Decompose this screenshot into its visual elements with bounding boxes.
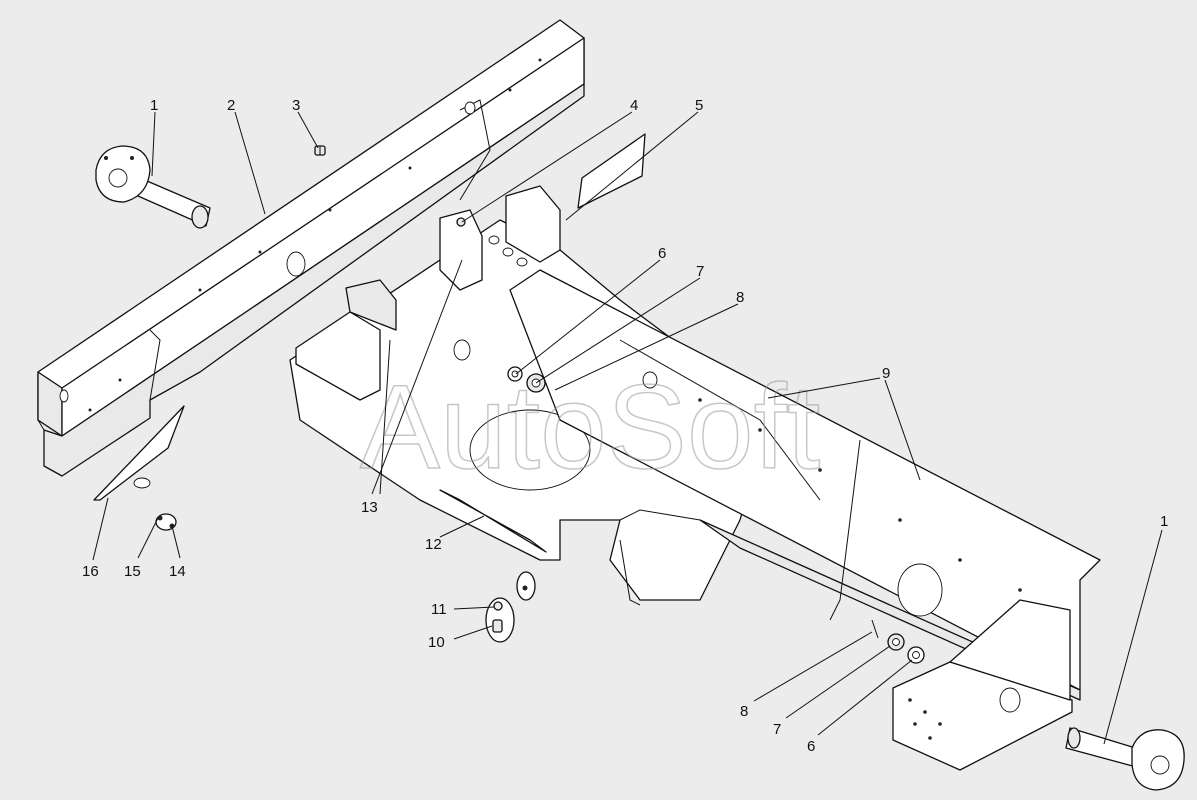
tow-hook-front: [95, 145, 211, 229]
callout-16: 16: [82, 563, 99, 580]
rear-cross-beam: [892, 599, 1073, 771]
washer-6-upper: [507, 366, 523, 382]
callout-1-rear: 1: [1160, 513, 1168, 530]
plate-5: [577, 133, 646, 209]
nut-7-lower: [887, 633, 905, 651]
callout-5: 5: [695, 97, 703, 114]
callout-4: 4: [630, 97, 638, 114]
leader-lines: [92, 111, 1163, 745]
callout-13: 13: [361, 499, 378, 516]
bolt-8-lower: [871, 619, 879, 639]
callout-3: 3: [292, 97, 300, 114]
plate-16: [93, 405, 185, 501]
callout-6-upper: 6: [658, 245, 666, 262]
fastener-detail-15-14: [155, 513, 177, 531]
fastener-detail-right: [516, 571, 536, 601]
bolt-4: [456, 217, 466, 227]
bolt-3: [314, 145, 326, 156]
callout-6-lower: 6: [807, 738, 815, 755]
callout-14: 14: [169, 563, 186, 580]
callout-7-upper: 7: [696, 263, 704, 280]
bracket-center: [439, 185, 561, 291]
callout-12: 12: [425, 536, 442, 553]
callout-11: 11: [431, 601, 447, 618]
tow-hook-rear: [1065, 727, 1185, 791]
callout-8-lower: 8: [740, 703, 748, 720]
callout-10: 10: [428, 634, 445, 651]
bracket-left: [295, 279, 397, 401]
left-side-member: [37, 19, 585, 477]
callout-2: 2: [227, 97, 235, 114]
center-floor-panel: [289, 219, 761, 606]
callout-7-lower: 7: [773, 721, 781, 738]
callout-15: 15: [124, 563, 141, 580]
callout-9: 9: [882, 365, 890, 382]
fastener-detail-11-10: [485, 597, 515, 643]
washer-6-lower: [907, 646, 925, 664]
callout-numbers: 1 2 3 4 5 6 7 8 9 1 16 15 14 13 12 11 10…: [82, 97, 1168, 755]
watermark-text: AutoSoft: [360, 360, 820, 494]
callout-1-front: 1: [150, 97, 158, 114]
plate-12: [439, 489, 547, 553]
callout-8-upper: 8: [736, 289, 744, 306]
